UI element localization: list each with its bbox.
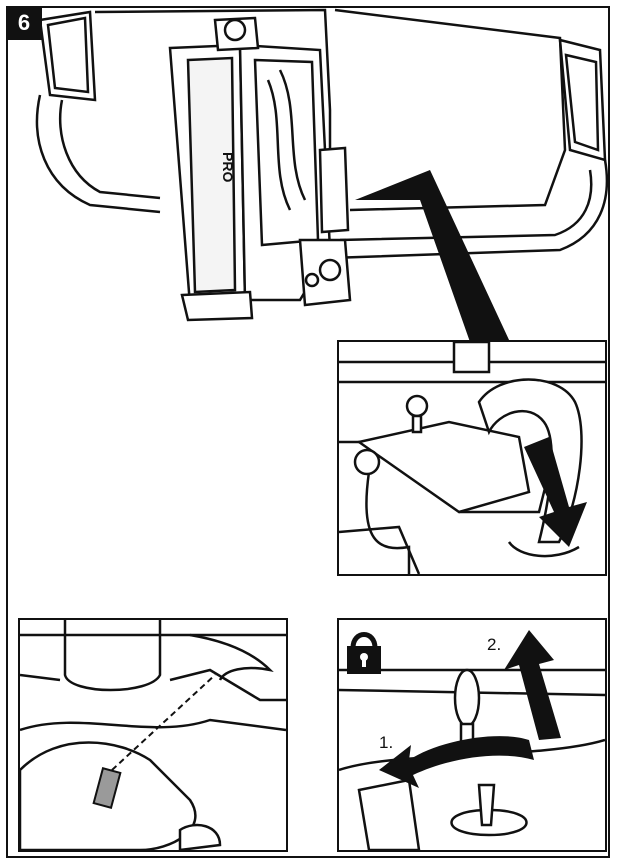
step-label-1: 1. — [379, 733, 393, 752]
step-number-badge: 6 — [6, 6, 42, 40]
mark-illustration — [20, 620, 286, 850]
detail-panel-mark — [18, 618, 288, 852]
detail-panel-unlock: 1. 2. — [337, 618, 607, 852]
padlock-icon — [347, 632, 381, 674]
step-label-2: 2. — [487, 635, 501, 654]
lever-illustration — [339, 342, 605, 574]
page-border — [6, 6, 610, 858]
detail-panel-lever — [337, 340, 607, 576]
unlock-illustration: 1. 2. — [339, 630, 605, 850]
